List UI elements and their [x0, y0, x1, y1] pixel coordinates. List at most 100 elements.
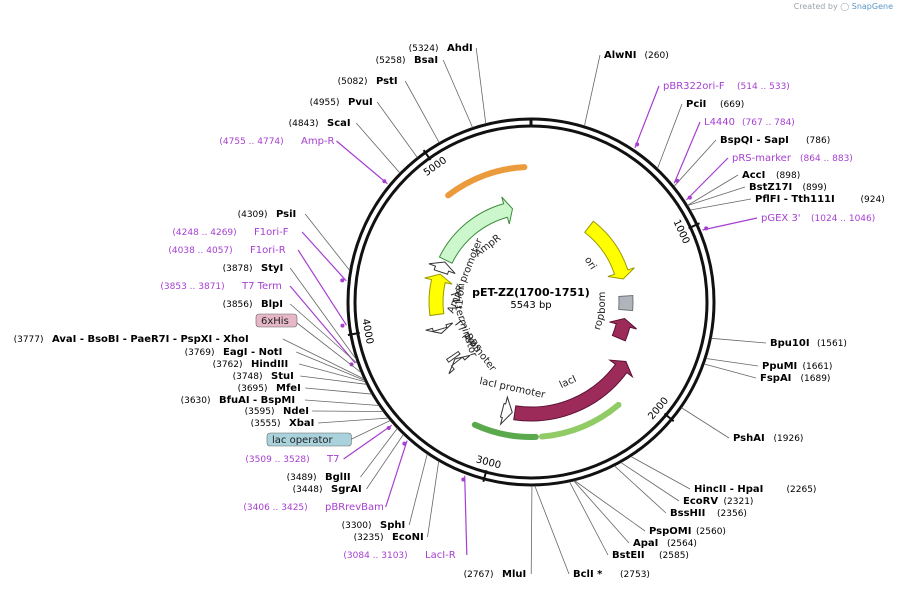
- primer-label-t7: T7: [326, 454, 339, 465]
- position-label-ppumi: (1661): [803, 362, 833, 372]
- enzyme-label-ppumi: PpuMI: [762, 361, 797, 372]
- leader-line-apai: [573, 480, 630, 544]
- enzyme-label-pvui: PvuI: [348, 97, 373, 108]
- feature-label-rop: rop: [592, 313, 607, 332]
- tick-mark-3000: [482, 469, 488, 483]
- position-label-bpu10i: (1561): [817, 339, 847, 349]
- leader-line-blpi: [289, 303, 358, 364]
- position-label-hincii-hpai: (2265): [787, 485, 817, 495]
- position-label-bspqi-sapi: (786): [806, 136, 830, 146]
- enzyme-label-pflfi-tth111i: PflFI - Tth111I: [755, 194, 835, 205]
- leader-line-pcii: [657, 103, 683, 169]
- position-label-scai: (4843): [289, 119, 319, 129]
- position-label-pspomi: (2560): [696, 527, 726, 537]
- position-label-fspai: (1689): [801, 374, 831, 384]
- position-label-pcii: (669): [720, 100, 744, 110]
- enzyme-label-sgrai: SgrAI: [331, 484, 362, 495]
- enzyme-label-bsteii: BstEII: [612, 550, 645, 561]
- primer-site-amp-r: [382, 179, 387, 184]
- leader-line-ppumi: [706, 358, 759, 367]
- position-label-bcli: (2753): [620, 570, 650, 580]
- position-label-ndei: (3595): [245, 407, 275, 417]
- position-label-psti: (5082): [338, 77, 368, 87]
- position-label-amp-r: (4755 .. 4774): [219, 137, 283, 147]
- primer-site-pbr322ori-f: [635, 142, 640, 147]
- leader-line-styi: [289, 267, 357, 360]
- lac-operator-badge: [266, 432, 352, 447]
- leader-line-hindiii: [298, 363, 366, 383]
- feature-laci: [513, 359, 634, 422]
- position-label-styi: (3878): [223, 264, 253, 274]
- feature-t7-promoter: [448, 354, 471, 375]
- feature-label-laci: lacI: [558, 374, 578, 391]
- position-label-pvui: (4955): [310, 98, 340, 108]
- enzyme-label-apai: ApaI: [633, 538, 658, 549]
- enzyme-label-hindiii: HindIII: [251, 359, 288, 370]
- leader-line-psti: [404, 80, 440, 143]
- leader-line-pbrrevbam: [385, 440, 408, 508]
- enzyme-label-alwni: AlwNI: [604, 50, 637, 61]
- enzyme-label-blpi: BlpI: [261, 299, 283, 310]
- position-label-ahdi: (5324): [409, 44, 439, 54]
- primer-site-pbrrevbam: [402, 441, 407, 446]
- position-label-sphi: (3300): [342, 521, 372, 531]
- leader-line-bcli: [534, 485, 570, 575]
- tick-mark-2000: [663, 412, 675, 423]
- tick-label-2000: 2000: [646, 395, 671, 422]
- enzyme-label-hincii-hpai: HincII - HpaI: [694, 484, 763, 495]
- feature-laci-promoter: [499, 395, 513, 426]
- leader-line-acci: [687, 174, 739, 206]
- leader-line-fspai: [704, 363, 757, 379]
- enzyme-label-bsshii: BssHII: [670, 508, 705, 519]
- primer-label-prs-marker: pRS-marker: [732, 153, 792, 164]
- feature-rbs: [445, 350, 461, 363]
- leader-line-pbr322ori-f: [634, 85, 660, 148]
- leader-line-bsai: [442, 59, 473, 128]
- position-label-f1ori-r: (4038 .. 4057): [168, 246, 232, 256]
- enzyme-label-acci: AccI: [742, 170, 765, 181]
- position-label-laci-r: (3084 .. 3103): [343, 551, 407, 561]
- position-label-prs-marker: (864 .. 883): [800, 154, 853, 164]
- green-band-2: [471, 421, 539, 440]
- leader-line-ahdi: [475, 47, 487, 124]
- green-band-1: [538, 401, 622, 440]
- leader-line-t7: [343, 424, 393, 460]
- position-label-pbr322ori-f: (514 .. 533): [737, 82, 790, 92]
- plasmid-name: pET-ZZ(1700-1751): [472, 286, 590, 299]
- credit-brand: SnapGene: [851, 2, 893, 11]
- leader-line-sgrai: [366, 434, 404, 490]
- enzyme-label-bsai: BsaI: [414, 55, 438, 66]
- primer-label-pbrrevbam: pBRrevBam: [325, 502, 384, 513]
- snapgene-credit: Created by ◯ SnapGene: [794, 2, 893, 11]
- enzyme-label-fspai: FspAI: [760, 373, 791, 384]
- primer-site-pgex-3: [704, 226, 709, 231]
- leader-line-pgex-3: [702, 217, 758, 231]
- leader-line-bspqi-sapi: [673, 139, 717, 187]
- leader-line-sphi: [408, 453, 428, 526]
- position-label-bsai: (5258): [376, 56, 406, 66]
- position-label-t7: (3509 .. 3528): [245, 455, 309, 465]
- enzyme-label-econi: EcoNI: [392, 532, 424, 543]
- 6xhis-badge: [255, 313, 298, 328]
- leader-line-amp-r: [336, 140, 388, 185]
- leader-line-ecorv: [620, 462, 680, 502]
- position-label-f1ori-f: (4248 .. 4269): [172, 228, 236, 238]
- primer-label-f1ori-f: F1ori-F: [254, 227, 289, 238]
- enzyme-label-avai-bsobi-paer7i-pspxi-xhoi: AvaI - BsoBI - PaeR7I - PspXI - XhoI: [52, 334, 249, 345]
- position-label-bstz17i: (899): [803, 183, 827, 193]
- position-label-stui: (3748): [233, 372, 263, 382]
- enzyme-label-psti: PstI: [376, 76, 398, 87]
- enzyme-label-scai: ScaI: [327, 118, 351, 129]
- feature-label-laci-promoter: lacI promoter: [478, 376, 547, 401]
- enzyme-label-ndei: NdeI: [283, 406, 309, 417]
- enzyme-label-bfuai-bspmi: BfuAI - BspMI: [219, 395, 295, 406]
- primer-label-pbr322ori-f: pBR322ori-F: [663, 81, 725, 92]
- enzyme-label-ahdi: AhdI: [447, 43, 473, 54]
- lac-operator-label: lac operator: [272, 435, 333, 446]
- tick-mark-4000: [347, 331, 360, 336]
- leader-line-f1ori-r: [297, 249, 347, 326]
- position-label-t7-term: (3853 .. 3871): [160, 282, 224, 292]
- feature-bom: [618, 295, 634, 312]
- primer-label-l4440: L4440: [704, 117, 735, 128]
